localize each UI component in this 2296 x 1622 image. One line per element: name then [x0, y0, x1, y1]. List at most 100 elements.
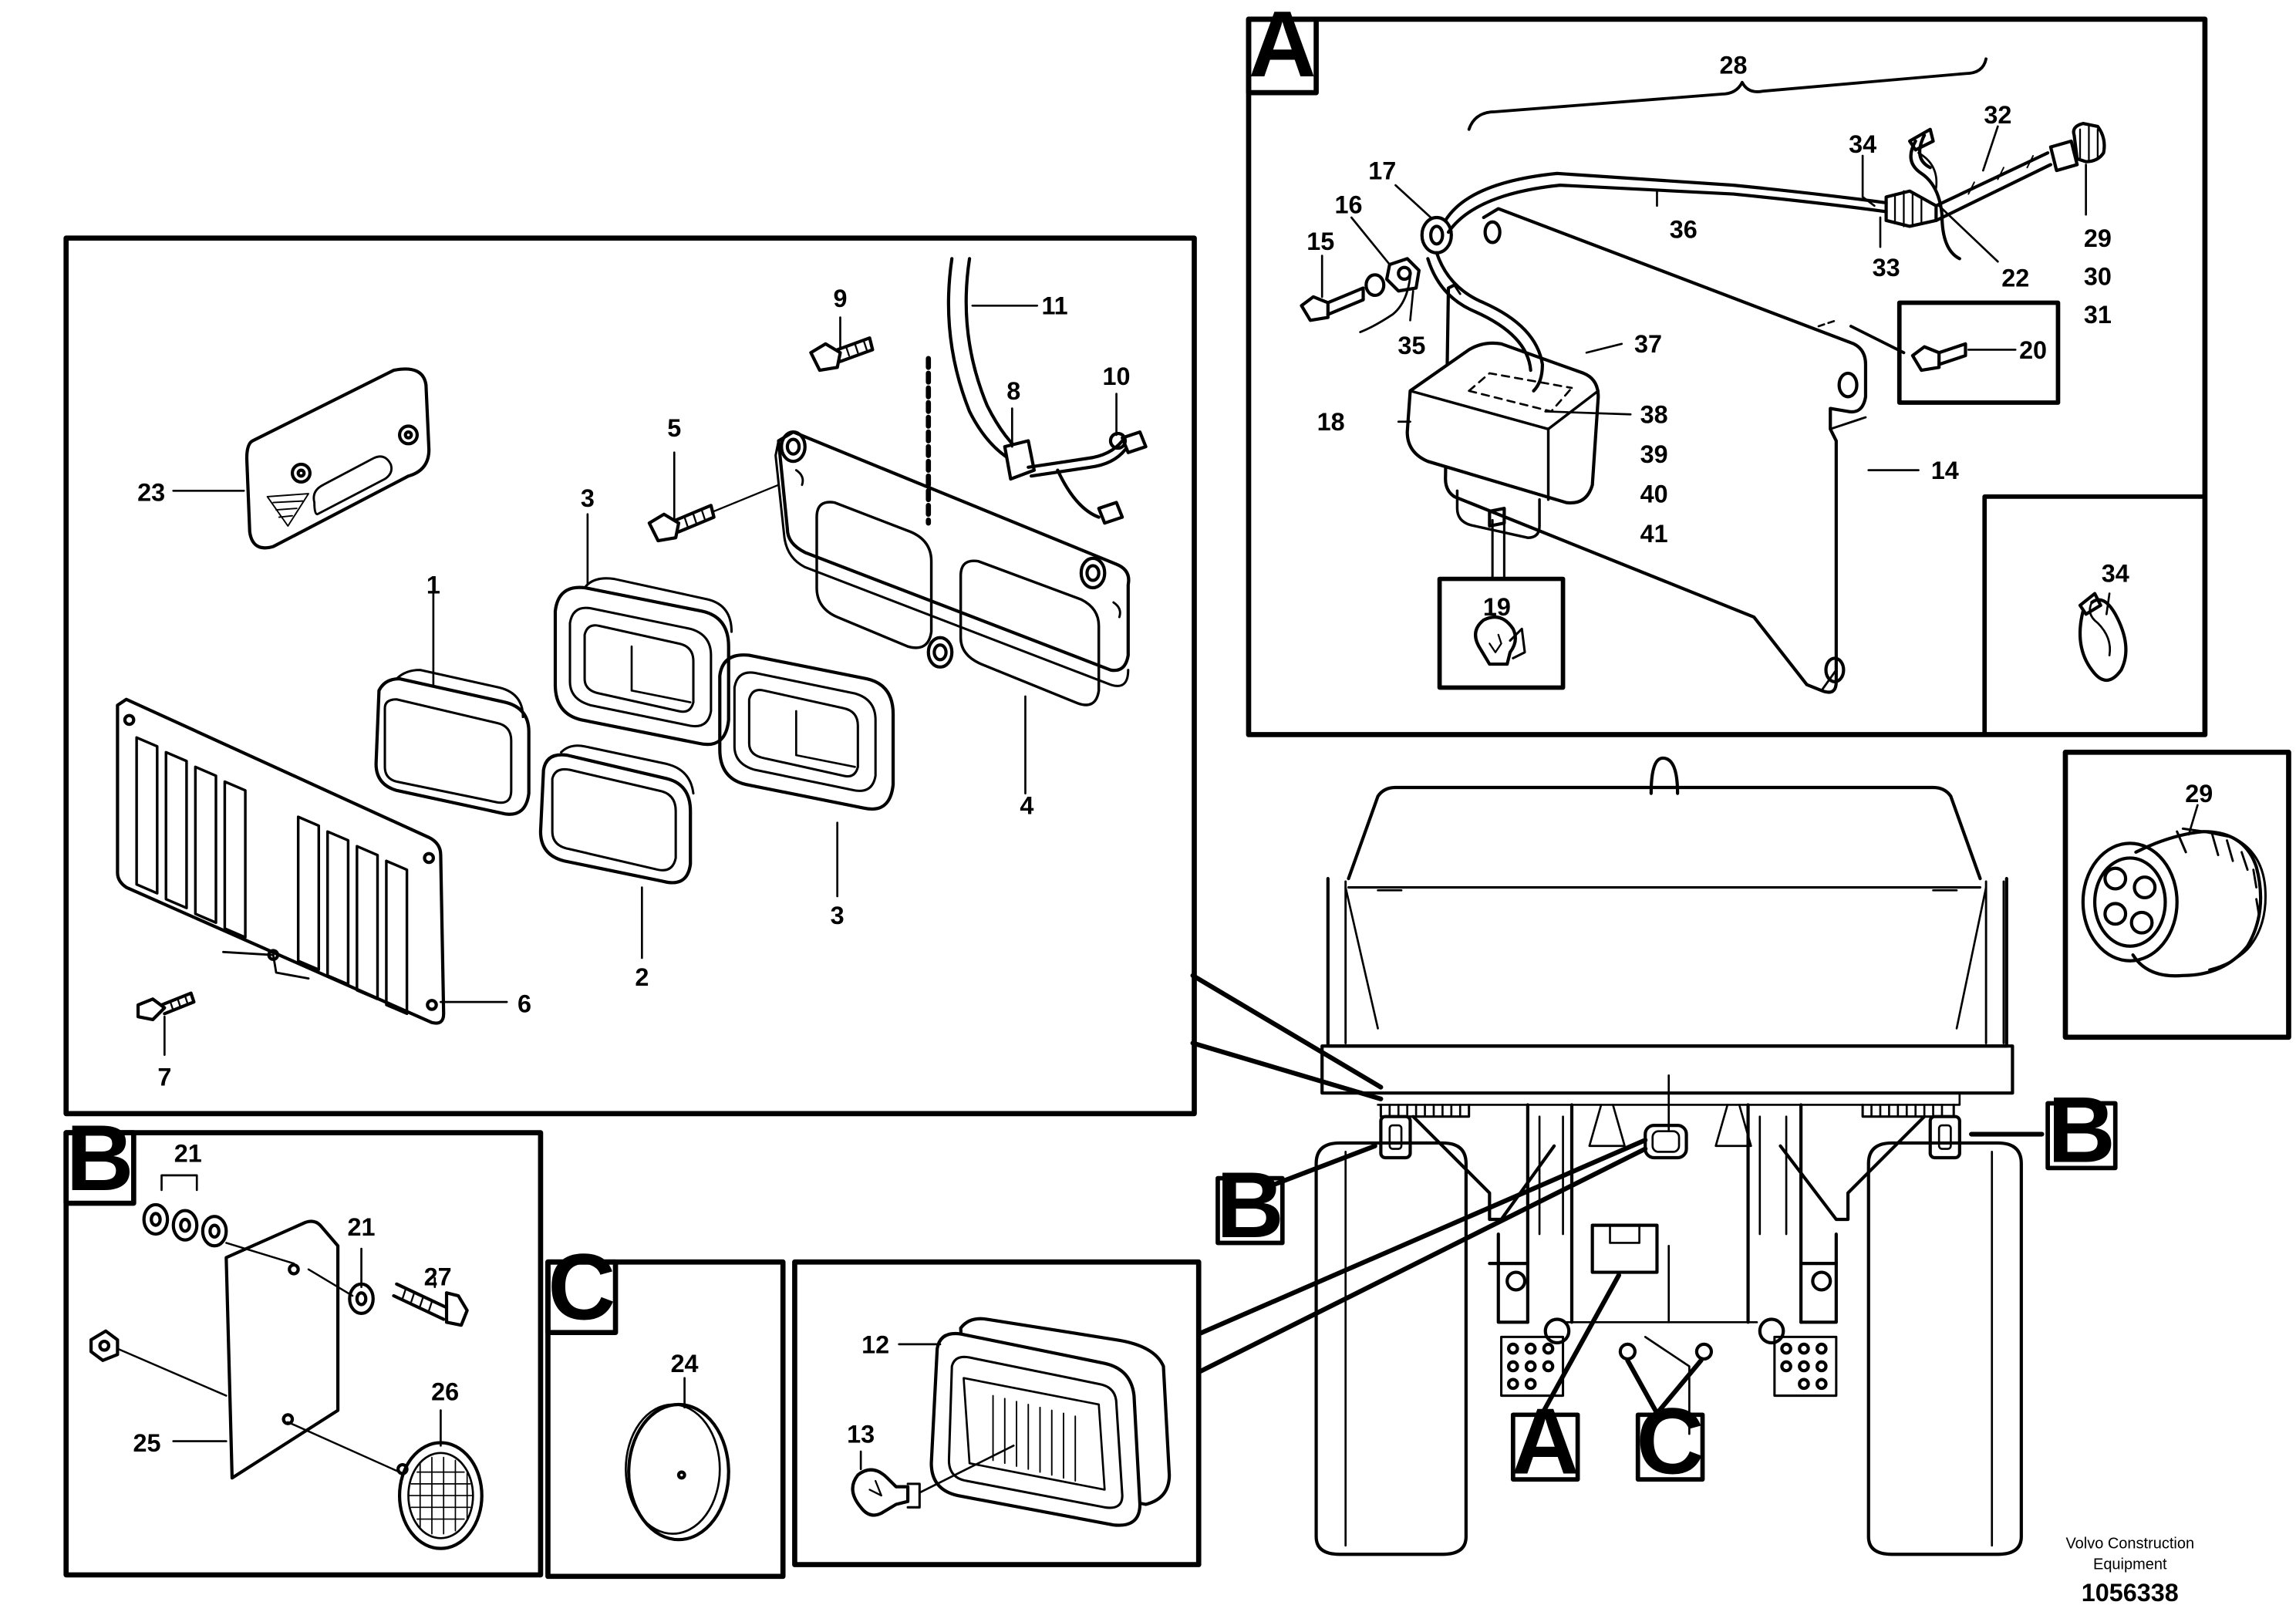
detail-c-panel — [545, 1259, 786, 1580]
callout-21-washer: 21 — [348, 1213, 376, 1241]
callout-30: 30 — [2084, 263, 2112, 291]
callout-35: 35 — [1397, 332, 1425, 359]
reflector-plate-drawing — [244, 367, 431, 550]
callout-40: 40 — [1640, 481, 1668, 508]
callout-8: 8 — [1006, 377, 1020, 405]
connector-29-panel — [2062, 749, 2291, 1040]
detail-b-callout-leaders — [172, 1247, 442, 1447]
screw-7-drawing — [136, 991, 196, 1022]
bulb-13-drawing — [851, 1444, 1015, 1517]
marker-b-right: B — [2048, 1077, 2116, 1182]
nut-25-drawing — [89, 1329, 120, 1362]
callout-28: 28 — [1720, 51, 1748, 79]
reflector-24-drawing — [625, 1402, 730, 1542]
bracket-plate-drawing — [774, 430, 1131, 706]
callout-26: 26 — [431, 1378, 459, 1405]
zoom-lines — [1190, 973, 2045, 1416]
callout-2: 2 — [635, 963, 649, 991]
callout-3-top: 3 — [581, 484, 595, 512]
gasket-3-top-drawing — [553, 577, 733, 747]
connector-29-drawing — [2081, 804, 2267, 978]
callout-12: 12 — [861, 1330, 889, 1358]
callout-18: 18 — [1317, 408, 1345, 436]
callout-31: 31 — [2084, 301, 2112, 329]
grommet-17-drawing — [1420, 215, 1453, 255]
bulb-19-drawing — [1474, 518, 1526, 666]
connector-plug-drawing — [1884, 122, 2106, 228]
callout-10: 10 — [1103, 363, 1131, 390]
callout-4: 4 — [1020, 791, 1033, 819]
callout-5: 5 — [667, 414, 681, 442]
cable-tie-22-drawing — [1907, 127, 1961, 261]
callout-16: 16 — [1334, 191, 1362, 218]
lens-2-drawing — [538, 744, 695, 885]
callout-21-washers: 21 — [174, 1140, 202, 1168]
callout-11: 11 — [1041, 292, 1067, 320]
reflector-26-drawing — [396, 1441, 484, 1550]
callout-33: 33 — [1873, 254, 1900, 282]
work-light-panel — [792, 1259, 1202, 1567]
marker-b-left: B — [1216, 1152, 1284, 1257]
screw-5-drawing — [647, 484, 780, 543]
callout-23: 23 — [137, 479, 165, 507]
callout-29-inset: 29 — [2185, 780, 2213, 808]
work-light-callout-leaders — [859, 1343, 942, 1471]
callout-9: 9 — [833, 285, 847, 312]
callout-24: 24 — [671, 1350, 699, 1378]
callout-3-bottom: 3 — [831, 902, 845, 929]
detail-b-panel — [63, 1130, 544, 1578]
callout-13: 13 — [847, 1421, 875, 1448]
marker-c: C — [1637, 1389, 1704, 1494]
panel-letter-a: A — [1249, 0, 1317, 96]
callout-20: 20 — [2019, 336, 2047, 364]
callout-7: 7 — [157, 1064, 171, 1091]
callout-41: 41 — [1640, 520, 1668, 548]
callout-32: 32 — [1984, 101, 2011, 129]
callout-29: 29 — [2084, 224, 2112, 252]
screw-20-drawing — [1817, 319, 1967, 373]
callout-1: 1 — [426, 572, 440, 599]
callout-34-inset: 34 — [2102, 559, 2129, 587]
gasket-3-bottom-drawing — [718, 653, 895, 811]
panel-letter-b: B — [66, 1105, 134, 1210]
lamp-housing-drawing — [1405, 341, 1600, 539]
marker-a: A — [1512, 1389, 1580, 1494]
grille-plate-drawing — [116, 697, 446, 1025]
callout-leaders — [163, 304, 1118, 1057]
nut-16-drawing — [1384, 257, 1421, 293]
callout-17: 17 — [1368, 157, 1396, 184]
callout-19: 19 — [1483, 593, 1511, 621]
callout-22: 22 — [2001, 265, 2029, 292]
washer-21-drawing — [348, 1282, 375, 1315]
callout-34: 34 — [1849, 130, 1876, 158]
callout-39: 39 — [1640, 440, 1668, 468]
cable-11-drawing — [946, 257, 1148, 525]
callout-25: 25 — [133, 1429, 160, 1457]
callout-27: 27 — [424, 1263, 452, 1291]
detail-a-panel — [1246, 16, 2208, 737]
lens-1-drawing — [374, 669, 531, 816]
callout-36: 36 — [1670, 216, 1698, 244]
cable-tie-34-drawing — [2078, 592, 2128, 683]
callout-numbers: 1 2 3 3 4 5 6 7 8 9 10 11 12 13 14 15 16… — [133, 51, 2213, 1457]
work-light-12-drawing — [929, 1317, 1172, 1527]
callout-14: 14 — [1931, 457, 1959, 484]
washer-16-drawing — [1364, 273, 1386, 298]
callout-37: 37 — [1634, 330, 1662, 358]
tail-light-panel — [63, 235, 1197, 1117]
callout-6: 6 — [518, 990, 531, 1017]
screw-15-drawing — [1300, 286, 1365, 322]
bolt-27-drawing — [392, 1282, 469, 1327]
panel-letters: A B C B B A C — [66, 0, 2116, 1494]
credit-line-2: Equipment — [2093, 1556, 2167, 1573]
document-number: 1056338 — [2082, 1579, 2179, 1607]
credit-line-1: Volvo Construction — [2065, 1536, 2194, 1553]
screw-9-drawing — [809, 336, 875, 373]
cable-36-drawing — [1359, 171, 1888, 393]
machine-marker-boxes — [1215, 1101, 2118, 1482]
callout-38: 38 — [1640, 401, 1668, 429]
callout-15: 15 — [1306, 228, 1334, 255]
panel-letter-c: C — [548, 1235, 615, 1340]
detail-a-callout-leaders — [1320, 125, 2111, 615]
